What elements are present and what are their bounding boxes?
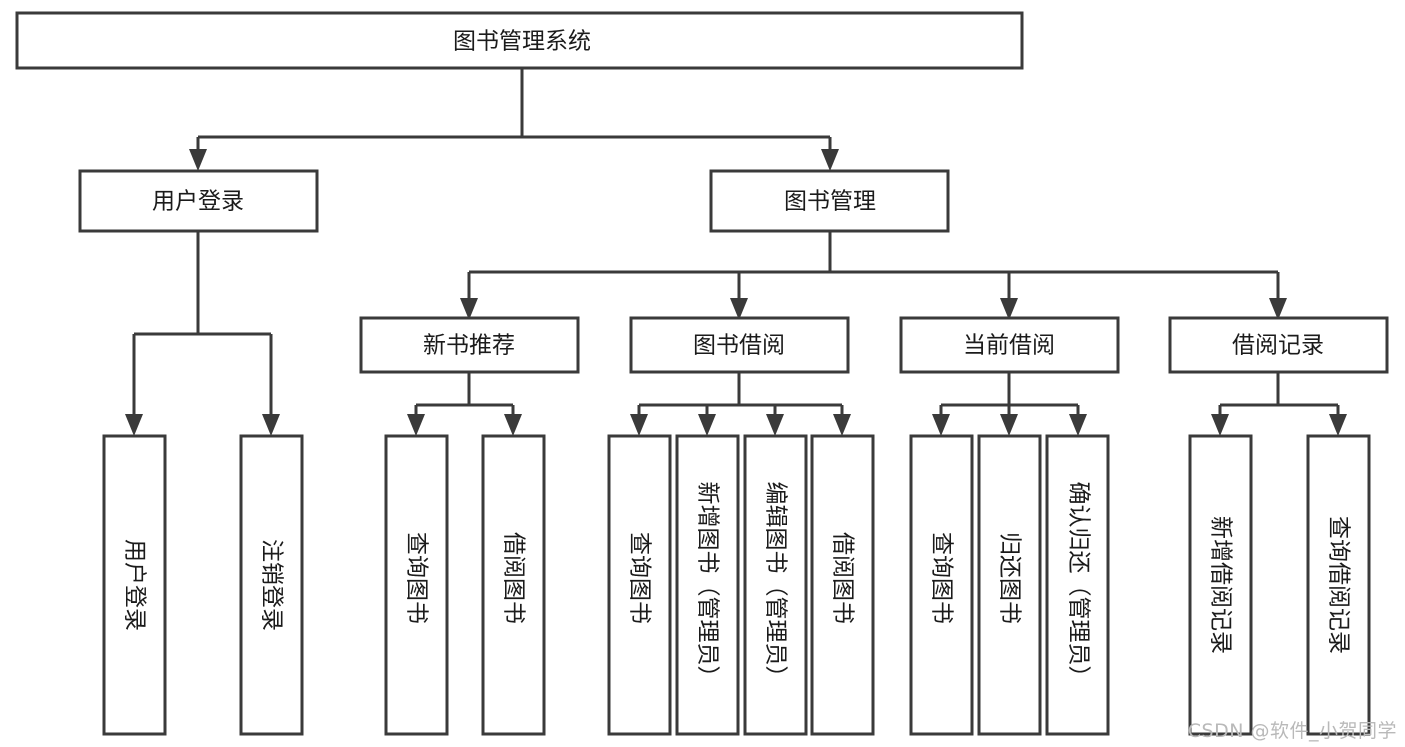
arrowhead-leaf-query-book-3 (932, 414, 950, 436)
leaf-query-book-3[interactable]: 查询图书 (909, 434, 974, 736)
arrowhead-new-book-rec (460, 298, 478, 320)
arrowhead-book-borrow (730, 298, 748, 320)
node-book-borrow[interactable]: 图书借阅 (629, 316, 850, 374)
arrowhead-user-login (189, 149, 207, 171)
arrowhead-leaf-return-book (1000, 414, 1018, 436)
leaf-query-book-1-label: 查询图书 (404, 532, 430, 624)
node-new-book-rec-box[interactable] (359, 316, 580, 374)
leaf-user-login[interactable]: 用户登录 (102, 434, 167, 736)
arrowhead-leaf-query-book-1 (407, 414, 425, 436)
leaf-add-record[interactable]: 新增借阅记录 (1188, 434, 1253, 736)
leaf-return-book-box[interactable] (977, 434, 1042, 736)
leaf-borrow-book-1[interactable]: 借阅图书 (481, 434, 546, 736)
node-root[interactable]: 图书管理系统 (15, 11, 1024, 70)
leaf-query-book-2[interactable]: 查询图书 (607, 434, 672, 736)
leaf-edit-book-box[interactable] (743, 434, 808, 736)
node-user-login-box[interactable] (78, 169, 319, 233)
node-root-label: 图书管理系统 (453, 29, 591, 55)
node-new-book-rec[interactable]: 新书推荐 (359, 316, 580, 374)
node-user-login-label: 用户登录 (152, 189, 244, 215)
leaf-add-record-box[interactable] (1188, 434, 1253, 736)
leaf-query-book-1[interactable]: 查询图书 (384, 434, 449, 736)
node-current-borrow[interactable]: 当前借阅 (899, 316, 1120, 374)
node-book-manage[interactable]: 图书管理 (709, 169, 950, 233)
node-book-borrow-box[interactable] (629, 316, 850, 374)
arrowhead-leaf-borrow-book-2 (833, 414, 851, 436)
leaf-query-record[interactable]: 查询借阅记录 (1306, 434, 1371, 736)
leaf-query-record-label: 查询借阅记录 (1326, 516, 1352, 654)
leaf-borrow-book-2-box[interactable] (810, 434, 875, 736)
leaf-return-book[interactable]: 归还图书 (977, 434, 1042, 736)
arrowhead-current-borrow (1000, 298, 1018, 320)
leaf-borrow-book-1-label: 借阅图书 (501, 532, 527, 624)
node-new-book-rec-label: 新书推荐 (423, 333, 515, 359)
leaf-confirm-return-box[interactable] (1045, 434, 1110, 736)
arrowhead-leaf-add-record (1211, 414, 1229, 436)
leaf-confirm-return[interactable]: 确认归还（管理员） (1045, 434, 1110, 736)
node-book-manage-box[interactable] (709, 169, 950, 233)
leaf-user-login-box[interactable] (102, 434, 167, 736)
leaf-edit-book-label: 编辑图书（管理员） (763, 482, 789, 689)
leaf-user-login-label: 用户登录 (122, 539, 148, 631)
leaf-add-record-label: 新增借阅记录 (1208, 516, 1234, 654)
node-current-borrow-label: 当前借阅 (963, 333, 1055, 359)
leaf-edit-book[interactable]: 编辑图书（管理员） (743, 434, 808, 736)
arrowhead-leaf-add-book (698, 414, 716, 436)
arrowhead-borrow-record (1269, 298, 1287, 320)
arrowhead-book-manage (821, 149, 839, 171)
leaf-query-book-3-label: 查询图书 (929, 532, 955, 624)
arrowhead-leaf-query-book-2 (630, 414, 648, 436)
leaf-borrow-book-2-label: 借阅图书 (830, 532, 856, 624)
leaf-query-book-3-box[interactable] (909, 434, 974, 736)
arrowhead-leaf-user-login (125, 414, 143, 436)
leaf-return-book-label: 归还图书 (997, 532, 1023, 624)
leaf-confirm-return-label: 确认归还（管理员） (1066, 482, 1092, 689)
leaf-add-book[interactable]: 新增图书（管理员） (675, 434, 740, 736)
leaf-logout[interactable]: 注销登录 (239, 434, 304, 736)
leaf-add-book-label: 新增图书（管理员） (695, 482, 721, 689)
arrowhead-leaf-edit-book (766, 414, 784, 436)
leaf-query-book-1-box[interactable] (384, 434, 449, 736)
leaf-query-book-2-box[interactable] (607, 434, 672, 736)
arrowhead-leaf-confirm-return (1069, 414, 1087, 436)
node-book-borrow-label: 图书借阅 (693, 333, 785, 359)
arrowhead-leaf-query-record (1329, 414, 1347, 436)
node-borrow-record-label: 借阅记录 (1232, 333, 1324, 359)
leaf-borrow-book-1-box[interactable] (481, 434, 546, 736)
node-current-borrow-box[interactable] (899, 316, 1120, 374)
leaf-logout-box[interactable] (239, 434, 304, 736)
leaf-logout-label: 注销登录 (259, 539, 285, 631)
node-borrow-record[interactable]: 借阅记录 (1168, 316, 1389, 374)
leaf-add-book-box[interactable] (675, 434, 740, 736)
arrowhead-leaf-borrow-book-1 (504, 414, 522, 436)
leaf-query-book-2-label: 查询图书 (627, 532, 653, 624)
node-book-manage-label: 图书管理 (784, 189, 876, 215)
node-root-box[interactable] (15, 11, 1024, 70)
leaf-borrow-book-2[interactable]: 借阅图书 (810, 434, 875, 736)
node-user-login[interactable]: 用户登录 (78, 169, 319, 233)
arrowhead-leaf-logout (262, 414, 280, 436)
connectors (125, 68, 1347, 436)
leaf-query-record-box[interactable] (1306, 434, 1371, 736)
csdn-watermark: CSDN @软件_小贺同学 (1187, 720, 1397, 742)
node-borrow-record-box[interactable] (1168, 316, 1389, 374)
